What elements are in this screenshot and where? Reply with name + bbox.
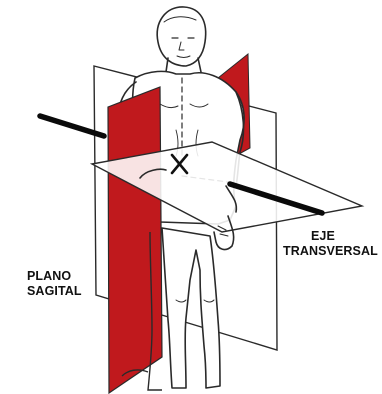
sagittal-plane-label: PLANO SAGITAL (27, 269, 82, 299)
transverse-axis-label: EJE TRANSVERSAL (283, 229, 378, 259)
axis-label-line1: EJE (283, 229, 378, 244)
axis-label-line2: TRANSVERSAL (283, 244, 378, 259)
sagittal-plane (108, 87, 162, 393)
plane-label-line1: PLANO (27, 269, 82, 284)
plane-label-line2: SAGITAL (27, 284, 82, 299)
